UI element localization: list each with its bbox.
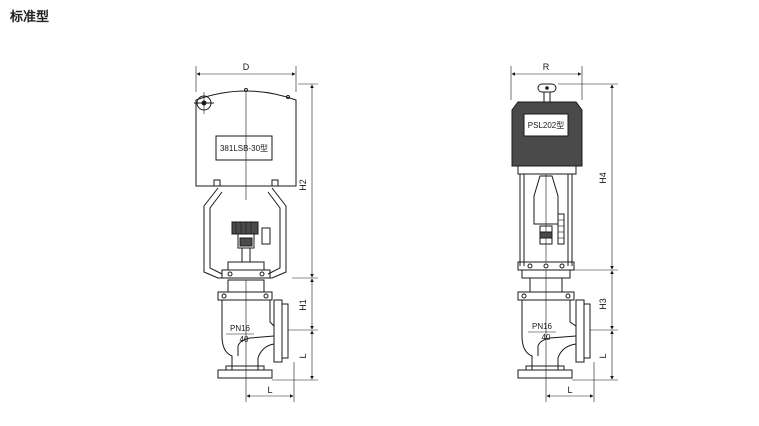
right-dim-l-vertical-label: L	[598, 353, 608, 358]
left-dim-l-horizontal: L	[245, 362, 295, 402]
left-dim-h1: H1	[288, 278, 318, 331]
left-pn-value: 40	[240, 335, 249, 344]
page-title: 标准型	[10, 10, 50, 25]
left-pn-label: PN16	[230, 324, 251, 333]
right-dim-l-horizontal: L	[545, 362, 595, 402]
left-dim-h2-label: H2	[298, 179, 308, 191]
right-valve-body: PN16 40	[517, 269, 591, 384]
right-valve-drawing: R PSL202型	[510, 62, 618, 402]
right-dim-h3-label: H3	[598, 298, 608, 310]
left-dim-l-horizontal-label: L	[267, 385, 272, 395]
left-dim-l-vertical: L	[272, 330, 318, 381]
left-dim-l-vertical-label: L	[298, 353, 308, 358]
right-yoke	[517, 174, 575, 271]
right-dim-h3: H3	[590, 270, 618, 331]
right-dim-r: R	[510, 62, 583, 100]
left-dim-h1-label: H1	[298, 299, 308, 311]
right-dim-l-vertical: L	[572, 330, 618, 381]
left-dim-h2: H2	[292, 83, 318, 279]
right-dim-h4: H4	[558, 83, 618, 271]
left-valve-body: PN16 40	[217, 279, 289, 384]
left-actuator: 381LSB-30型	[194, 88, 297, 200]
right-dim-h4-label: H4	[598, 172, 608, 184]
right-dim-l-horizontal-label: L	[567, 385, 572, 395]
left-dim-d-label: D	[243, 62, 250, 72]
left-yoke	[203, 187, 287, 279]
right-handwheel	[537, 83, 557, 103]
right-pn-value: 40	[542, 333, 551, 342]
right-actuator: PSL202型	[511, 101, 583, 175]
right-model-label: PSL202型	[528, 121, 564, 130]
right-pn-label: PN16	[532, 322, 553, 331]
left-valve-drawing: D 381LSB-30型	[194, 62, 318, 402]
left-dim-d: D	[195, 62, 297, 92]
right-dim-r-label: R	[543, 62, 550, 72]
left-model-label: 381LSB-30型	[220, 144, 268, 153]
